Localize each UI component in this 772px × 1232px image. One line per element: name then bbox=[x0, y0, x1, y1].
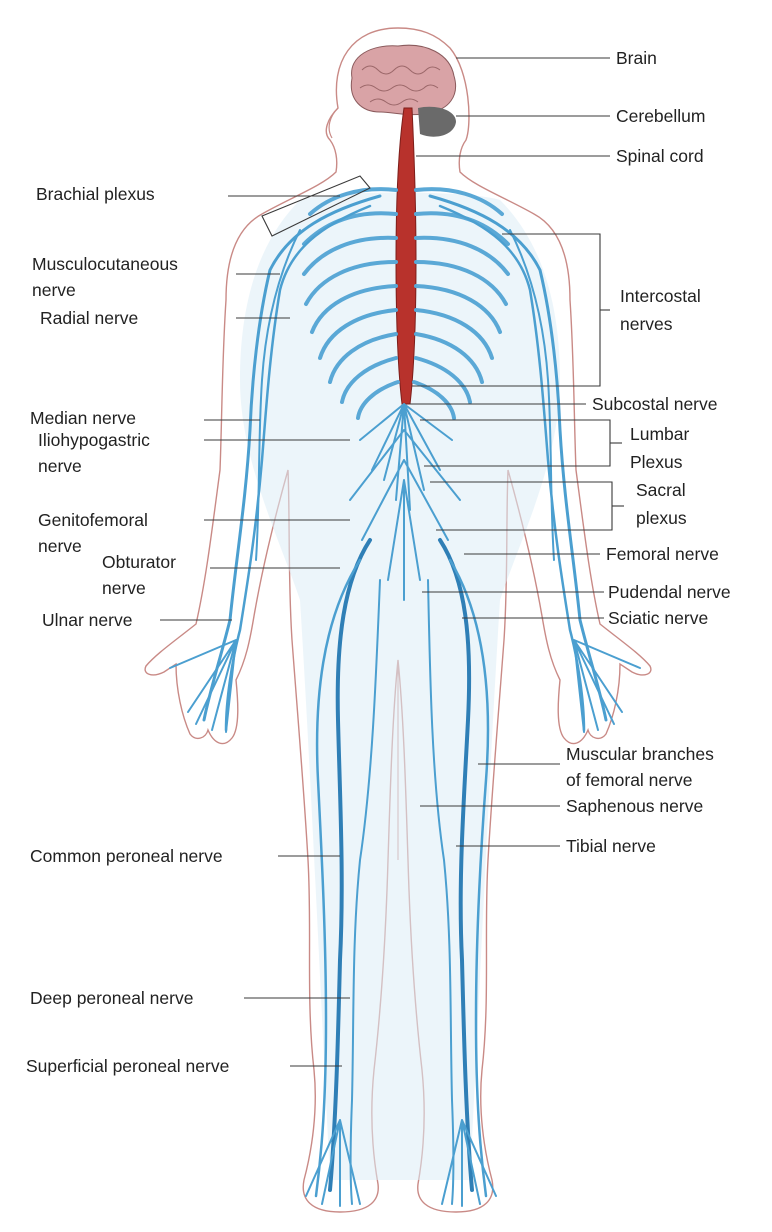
leader-lines bbox=[160, 57, 624, 1067]
lumbosacral-plexus bbox=[349, 403, 461, 601]
human-body-figure bbox=[144, 27, 652, 1213]
arm-nerves bbox=[169, 194, 641, 733]
label-musculocutaneous-line2: nerve bbox=[32, 280, 76, 300]
label-lumbar-line2: Plexus bbox=[630, 452, 683, 472]
label-deep-peroneal-nerve: Deep peroneal nerve bbox=[30, 988, 193, 1008]
cerebrum-shape bbox=[350, 44, 456, 116]
label-femoral-nerve: Femoral nerve bbox=[606, 544, 719, 564]
label-intercostal-line2: nerves bbox=[620, 314, 673, 334]
label-lumbar-line1: Lumbar bbox=[630, 424, 690, 444]
spinal-cord bbox=[395, 107, 417, 405]
label-obturator-line2: nerve bbox=[102, 578, 146, 598]
nerve-tint bbox=[240, 192, 560, 1180]
label-sacral-line2: plexus bbox=[636, 508, 687, 528]
label-intercostal-line1: Intercostal bbox=[620, 286, 701, 306]
brain bbox=[350, 44, 456, 137]
label-iliohypogastric-line2: nerve bbox=[38, 456, 82, 476]
label-tibial-nerve: Tibial nerve bbox=[566, 836, 656, 856]
face-profile bbox=[328, 107, 339, 139]
label-sacral-line1: Sacral bbox=[636, 480, 686, 500]
intercostal-nerves bbox=[302, 187, 510, 420]
label-obturator-line1: Obturator bbox=[102, 552, 176, 572]
label-musculocutaneous-line1: Musculocutaneous bbox=[32, 254, 178, 274]
label-pudendal-nerve: Pudendal nerve bbox=[608, 582, 731, 602]
label-muscular-branches-line1: Muscular branches bbox=[566, 744, 714, 764]
labels: Brain Cerebellum Spinal cord Brachial pl… bbox=[26, 48, 731, 1076]
leg-nerves bbox=[305, 538, 497, 1207]
label-muscular-branches-line2: of femoral nerve bbox=[566, 770, 692, 790]
label-sciatic-nerve: Sciatic nerve bbox=[608, 608, 708, 628]
label-radial-nerve: Radial nerve bbox=[40, 308, 138, 328]
label-superficial-peroneal-nerve: Superficial peroneal nerve bbox=[26, 1056, 229, 1076]
label-subcostal-nerve: Subcostal nerve bbox=[592, 394, 718, 414]
label-genitofemoral-line2: nerve bbox=[38, 536, 82, 556]
label-common-peroneal-nerve: Common peroneal nerve bbox=[30, 846, 223, 866]
label-median-nerve: Median nerve bbox=[30, 408, 136, 428]
label-saphenous-nerve: Saphenous nerve bbox=[566, 796, 703, 816]
label-ulnar-nerve: Ulnar nerve bbox=[42, 610, 132, 630]
label-spinal-cord: Spinal cord bbox=[616, 146, 704, 166]
cerebellum-shape bbox=[418, 106, 456, 137]
label-cerebellum: Cerebellum bbox=[616, 106, 705, 126]
label-iliohypogastric-line1: Iliohypogastric bbox=[38, 430, 150, 450]
brain-folds bbox=[359, 65, 441, 106]
label-brain: Brain bbox=[616, 48, 657, 68]
label-genitofemoral-line1: Genitofemoral bbox=[38, 510, 148, 530]
label-brachial-plexus: Brachial plexus bbox=[36, 184, 155, 204]
